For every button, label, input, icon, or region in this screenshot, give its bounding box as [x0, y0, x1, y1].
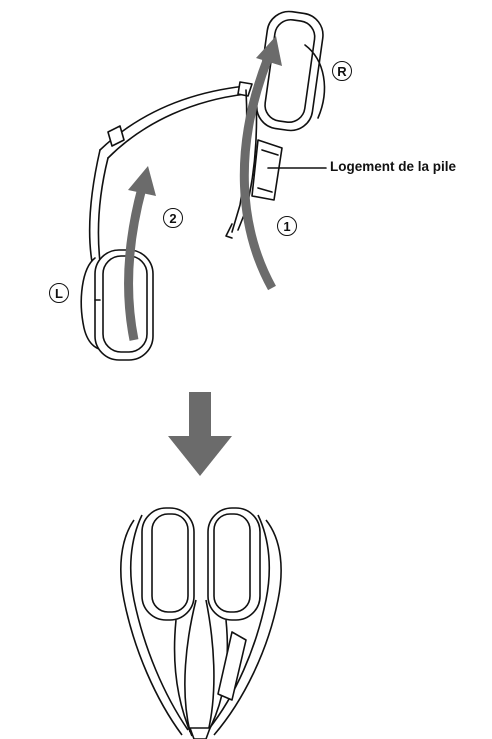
- marker-left-text: L: [55, 286, 63, 301]
- left-ear-cup: [81, 250, 153, 360]
- headband: [90, 82, 252, 262]
- rotation-arrowhead-left: [128, 166, 156, 196]
- folded-headphones: [121, 508, 281, 739]
- marker-step-1-text: 1: [283, 219, 290, 234]
- marker-right-ear: R: [332, 61, 352, 81]
- marker-right-text: R: [337, 64, 346, 79]
- down-arrow: [168, 392, 232, 476]
- battery-compartment-label: Logement de la pile: [330, 158, 480, 175]
- marker-left-ear: L: [49, 283, 69, 303]
- marker-step-1: 1: [277, 216, 297, 236]
- marker-step-2-text: 2: [169, 211, 176, 226]
- marker-step-2: 2: [163, 208, 183, 228]
